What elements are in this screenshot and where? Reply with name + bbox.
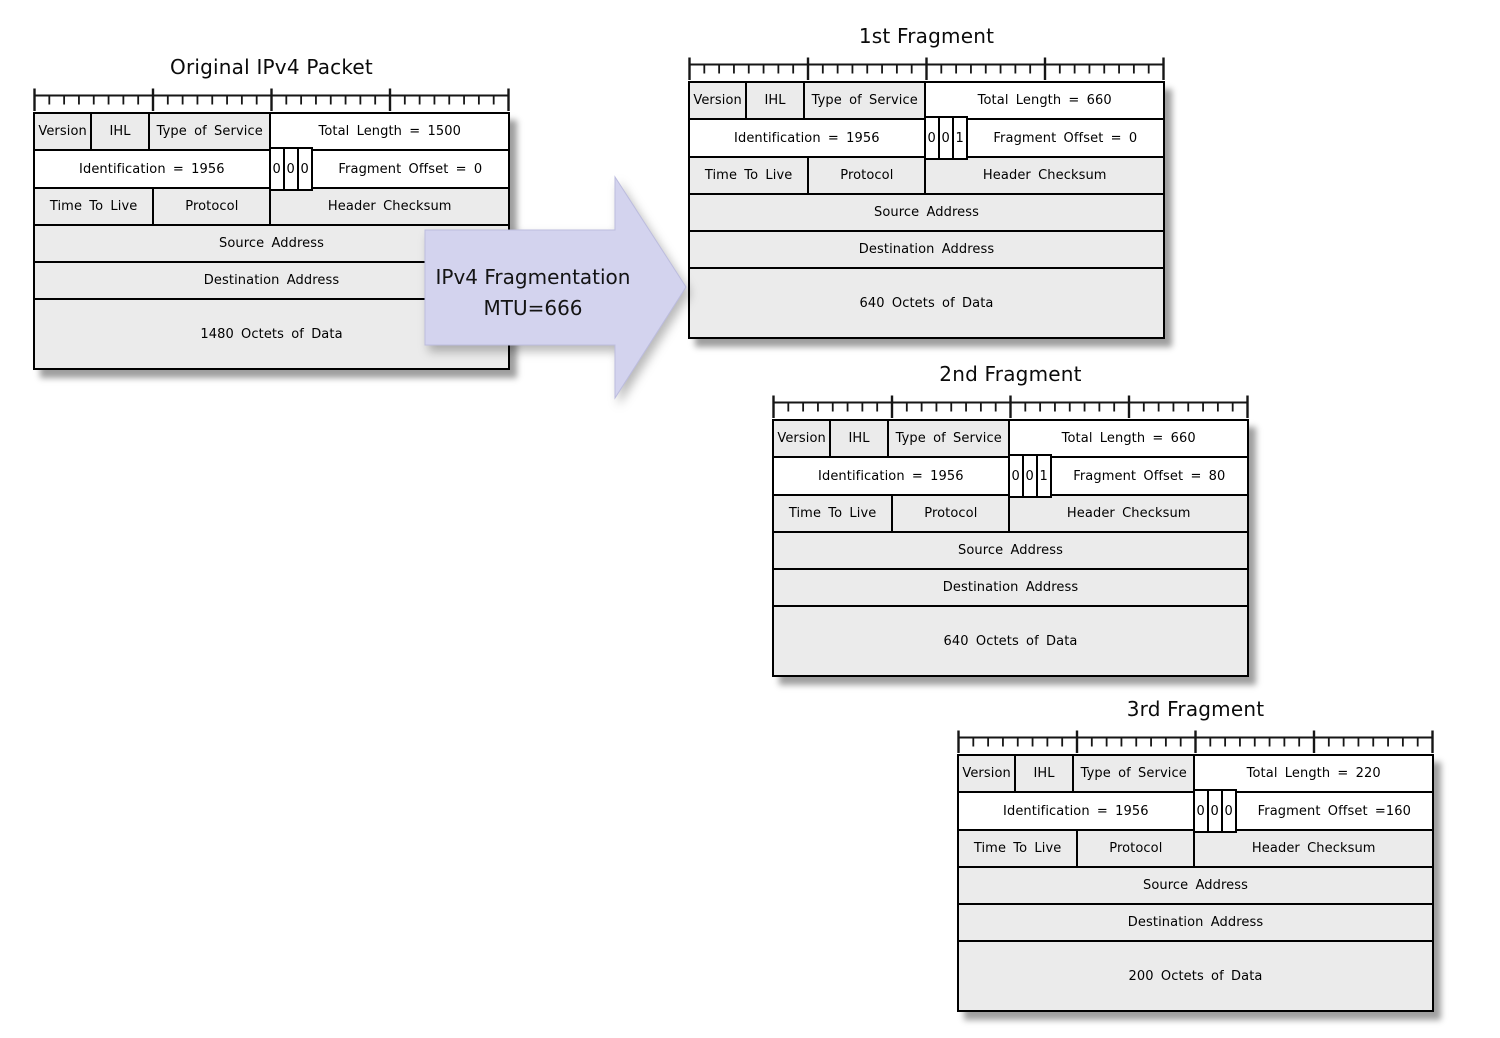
field-header-checksum: Header Checksum <box>1010 496 1247 531</box>
field-total-length: Total Length = 1500 <box>271 114 508 149</box>
field-total-length: Total Length = 220 <box>1195 756 1432 791</box>
field-fragment-offset: Fragment Offset = 0 <box>312 151 508 187</box>
header-row-4: Source Address <box>690 195 1163 232</box>
field-destination-address: Destination Address <box>959 905 1432 940</box>
field-source-address: Source Address <box>959 868 1432 903</box>
field-identification: Identification = 1956 <box>959 793 1193 829</box>
field-flag-mf: 1 <box>951 116 968 160</box>
field-time-to-live: Time To Live <box>35 189 155 224</box>
header-row-3: Time To Live Protocol Header Checksum <box>774 496 1247 533</box>
field-destination-address: Destination Address <box>774 570 1247 605</box>
bit-ruler <box>688 57 1165 80</box>
field-protocol: Protocol <box>154 189 272 224</box>
field-total-length: Total Length = 660 <box>1010 421 1247 456</box>
data-row: 200 Octets of Data <box>959 942 1432 1010</box>
field-fragment-offset: Fragment Offset = 80 <box>1051 458 1247 494</box>
field-type-of-service: Type of Service <box>888 421 1011 456</box>
field-type-of-service: Type of Service <box>149 114 272 149</box>
field-protocol: Protocol <box>1078 831 1196 866</box>
field-data-octets: 200 Octets of Data <box>959 942 1432 1010</box>
field-fragment-offset: Fragment Offset = 0 <box>967 120 1163 156</box>
field-version: Version <box>35 114 93 149</box>
data-row: 640 Octets of Data <box>690 269 1163 337</box>
field-total-length: Total Length = 660 <box>926 83 1163 118</box>
header-row-3: Time To Live Protocol Header Checksum <box>35 189 508 226</box>
header-row-1: Version IHL Type of Service Total Length… <box>35 114 508 151</box>
header-row-4: Source Address <box>774 533 1247 570</box>
field-data-octets: 640 Octets of Data <box>774 607 1247 675</box>
header-row-1: Version IHL Type of Service Total Length… <box>959 756 1432 793</box>
field-identification: Identification = 1956 <box>35 151 269 187</box>
field-header-checksum: Header Checksum <box>271 189 508 224</box>
field-flag-mf: 0 <box>296 147 313 191</box>
bit-ruler <box>957 730 1434 753</box>
header-row-4: Source Address <box>959 868 1432 905</box>
bit-ruler <box>33 88 510 111</box>
header-row-2: Identification = 1956 0 0 1 Fragment Off… <box>690 116 1163 160</box>
field-type-of-service: Type of Service <box>1073 756 1196 791</box>
field-ihl: IHL <box>1016 756 1074 791</box>
field-ihl: IHL <box>747 83 805 118</box>
header-row-5: Destination Address <box>690 232 1163 269</box>
field-time-to-live: Time To Live <box>774 496 894 531</box>
packet-table: Version IHL Type of Service Total Length… <box>688 81 1165 339</box>
header-row-3: Time To Live Protocol Header Checksum <box>959 831 1432 868</box>
packet-fragment-3: 3rd Fragment Version IHL Type of Service… <box>957 696 1434 1012</box>
fragmentation-arrow: IPv4 Fragmentation MTU=666 <box>420 170 700 415</box>
field-header-checksum: Header Checksum <box>926 158 1163 193</box>
field-identification: Identification = 1956 <box>690 120 924 156</box>
field-protocol: Protocol <box>809 158 927 193</box>
field-flag-mf: 1 <box>1035 454 1052 498</box>
packet-title: 1st Fragment <box>858 24 995 48</box>
packet-fragment-1: 1st Fragment Version IHL Type of Service… <box>688 23 1165 339</box>
header-row-1: Version IHL Type of Service Total Length… <box>690 83 1163 120</box>
field-version: Version <box>959 756 1017 791</box>
header-row-2: Identification = 1956 0 0 0 Fragment Off… <box>959 789 1432 833</box>
field-protocol: Protocol <box>893 496 1011 531</box>
packet-table: Version IHL Type of Service Total Length… <box>957 754 1434 1012</box>
field-source-address: Source Address <box>774 533 1247 568</box>
header-row-1: Version IHL Type of Service Total Length… <box>774 421 1247 458</box>
field-version: Version <box>774 421 832 456</box>
field-ihl: IHL <box>831 421 889 456</box>
field-time-to-live: Time To Live <box>690 158 810 193</box>
header-row-5: Destination Address <box>774 570 1247 607</box>
field-fragment-offset: Fragment Offset =160 <box>1236 793 1432 829</box>
field-version: Version <box>690 83 748 118</box>
header-row-3: Time To Live Protocol Header Checksum <box>690 158 1163 195</box>
arrow-label-line1: IPv4 Fragmentation <box>435 265 631 289</box>
header-row-2: Identification = 1956 0 0 0 Fragment Off… <box>35 147 508 191</box>
packet-title: Original IPv4 Packet <box>170 55 373 79</box>
packet-fragment-2: 2nd Fragment Version IHL Type of Service… <box>772 361 1249 677</box>
field-destination-address: Destination Address <box>690 232 1163 267</box>
arrow-label: IPv4 Fragmentation MTU=666 <box>425 262 641 324</box>
arrow-shape <box>424 175 687 400</box>
arrow-label-line2: MTU=666 <box>483 296 583 320</box>
packet-title: 2nd Fragment <box>939 362 1082 386</box>
field-ihl: IHL <box>92 114 150 149</box>
bit-ruler <box>772 395 1249 418</box>
packet-table: Version IHL Type of Service Total Length… <box>772 419 1249 677</box>
field-type-of-service: Type of Service <box>804 83 927 118</box>
field-identification: Identification = 1956 <box>774 458 1008 494</box>
field-flag-mf: 0 <box>1220 789 1237 833</box>
header-row-2: Identification = 1956 0 0 1 Fragment Off… <box>774 454 1247 498</box>
field-source-address: Source Address <box>690 195 1163 230</box>
field-time-to-live: Time To Live <box>959 831 1079 866</box>
field-header-checksum: Header Checksum <box>1195 831 1432 866</box>
packet-title: 3rd Fragment <box>1126 697 1265 721</box>
field-data-octets: 640 Octets of Data <box>690 269 1163 337</box>
header-row-5: Destination Address <box>959 905 1432 942</box>
data-row: 640 Octets of Data <box>774 607 1247 675</box>
